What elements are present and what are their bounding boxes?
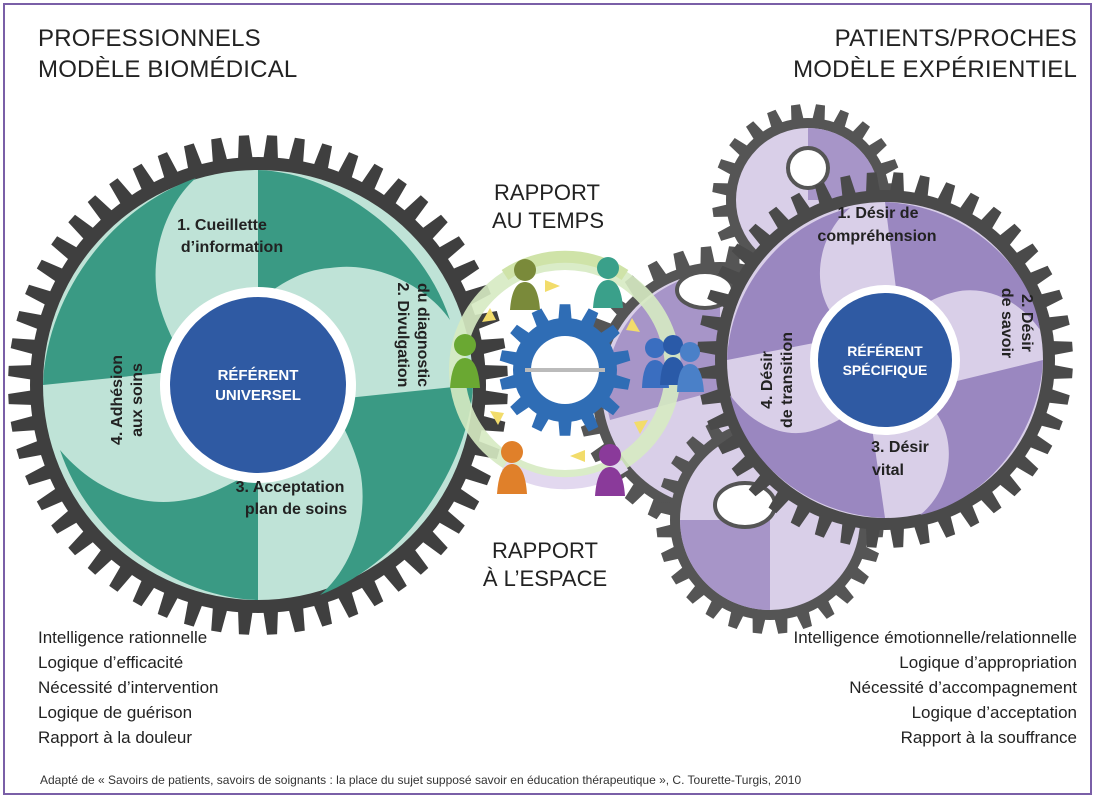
left-seg2-line2: du diagnostic — [414, 283, 431, 387]
left-seg2-line1: 2. Divulgation — [394, 283, 411, 388]
left-list-item: Nécessité d’intervention — [38, 678, 219, 697]
source-credit: Adapté de « Savoirs de patients, savoirs… — [40, 773, 802, 787]
header-left-line2: MODÈLE BIOMÉDICAL — [38, 56, 298, 83]
left-seg4-line1: 4. Adhésion — [109, 355, 126, 445]
left-list: Intelligence rationnelle Logique d’effic… — [38, 625, 218, 750]
header-right: PATIENTS/PROCHES MODÈLE EXPÉRIENTIEL — [793, 23, 1077, 85]
left-gear-swirls — [43, 170, 473, 600]
right-list-item: Intelligence émotionnelle/relationnelle — [793, 628, 1077, 647]
left-list-item: Rapport à la douleur — [38, 728, 193, 747]
right-seg3-line1: 3. Désir — [871, 439, 929, 456]
person-icon — [593, 257, 623, 308]
left-seg3-line2: plan de soins — [245, 501, 347, 518]
left-gear: RÉFÉRENT UNIVERSEL 1. Cueillette d’infor… — [8, 135, 508, 635]
right-list-item: Nécessité d’accompagnement — [849, 678, 1077, 697]
header-left: PROFESSIONNELS MODÈLE BIOMÉDICAL — [38, 23, 297, 85]
right-center-line1: RÉFÉRENT — [847, 343, 923, 359]
right-seg2-line2: de savoir — [998, 288, 1015, 358]
header-right-line1: PATIENTS/PROCHES — [834, 25, 1077, 52]
person-icon — [497, 441, 527, 494]
person-icon — [595, 444, 625, 496]
header-left-line1: PROFESSIONNELS — [38, 25, 261, 52]
left-list-item: Intelligence rationnelle — [38, 628, 208, 647]
right-gear: RÉFÉRENT SPÉCIFIQUE 1. Désir de compréhe… — [697, 172, 1073, 548]
center-top-line2: AU TEMPS — [492, 208, 604, 233]
right-seg1-line2: compréhension — [817, 228, 936, 245]
right-list-item: Logique d’appropriation — [899, 653, 1077, 672]
right-center-line2: SPÉCIFIQUE — [843, 362, 928, 378]
left-center-line1: RÉFÉRENT — [218, 367, 299, 384]
right-center-disc — [818, 293, 952, 427]
left-list-item: Logique de guérison — [38, 703, 193, 722]
center-bottom-line1: RAPPORT — [492, 538, 598, 563]
left-seg3-line1: 3. Acceptation — [236, 479, 345, 496]
right-seg1-line1: 1. Désir de — [838, 205, 919, 222]
people-icons — [450, 257, 704, 496]
right-seg4-line2: de transition — [779, 332, 796, 428]
center-arrows — [482, 280, 648, 462]
right-list: Intelligence émotionnelle/relationnelle … — [793, 625, 1077, 750]
person-icon — [510, 259, 540, 310]
right-seg4-line1: 4. Désir — [759, 351, 776, 409]
left-seg1-line1: 1. Cueillette — [177, 217, 267, 234]
left-seg4-line2: aux soins — [129, 363, 146, 437]
right-list-item: Logique d’acceptation — [911, 703, 1077, 722]
center-cluster: RAPPORT AU TEMPS RAPPORT À L’ESPACE — [449, 180, 704, 591]
left-seg1-line2: d’information — [181, 239, 283, 256]
left-center-line2: UNIVERSEL — [215, 387, 301, 404]
person-icon — [677, 342, 704, 392]
left-list-item: Logique d’efficacité — [38, 653, 184, 672]
left-center-disc — [170, 297, 346, 473]
center-top-line1: RAPPORT — [494, 180, 600, 205]
person-icon — [450, 334, 480, 388]
right-seg2-line1: 2. Désir — [1018, 294, 1035, 352]
right-seg3-line2: vital — [872, 462, 904, 479]
header-right-line2: MODÈLE EXPÉRIENTIEL — [793, 56, 1077, 83]
center-bottom-line2: À L’ESPACE — [483, 566, 607, 591]
right-list-item: Rapport à la souffrance — [900, 728, 1077, 747]
